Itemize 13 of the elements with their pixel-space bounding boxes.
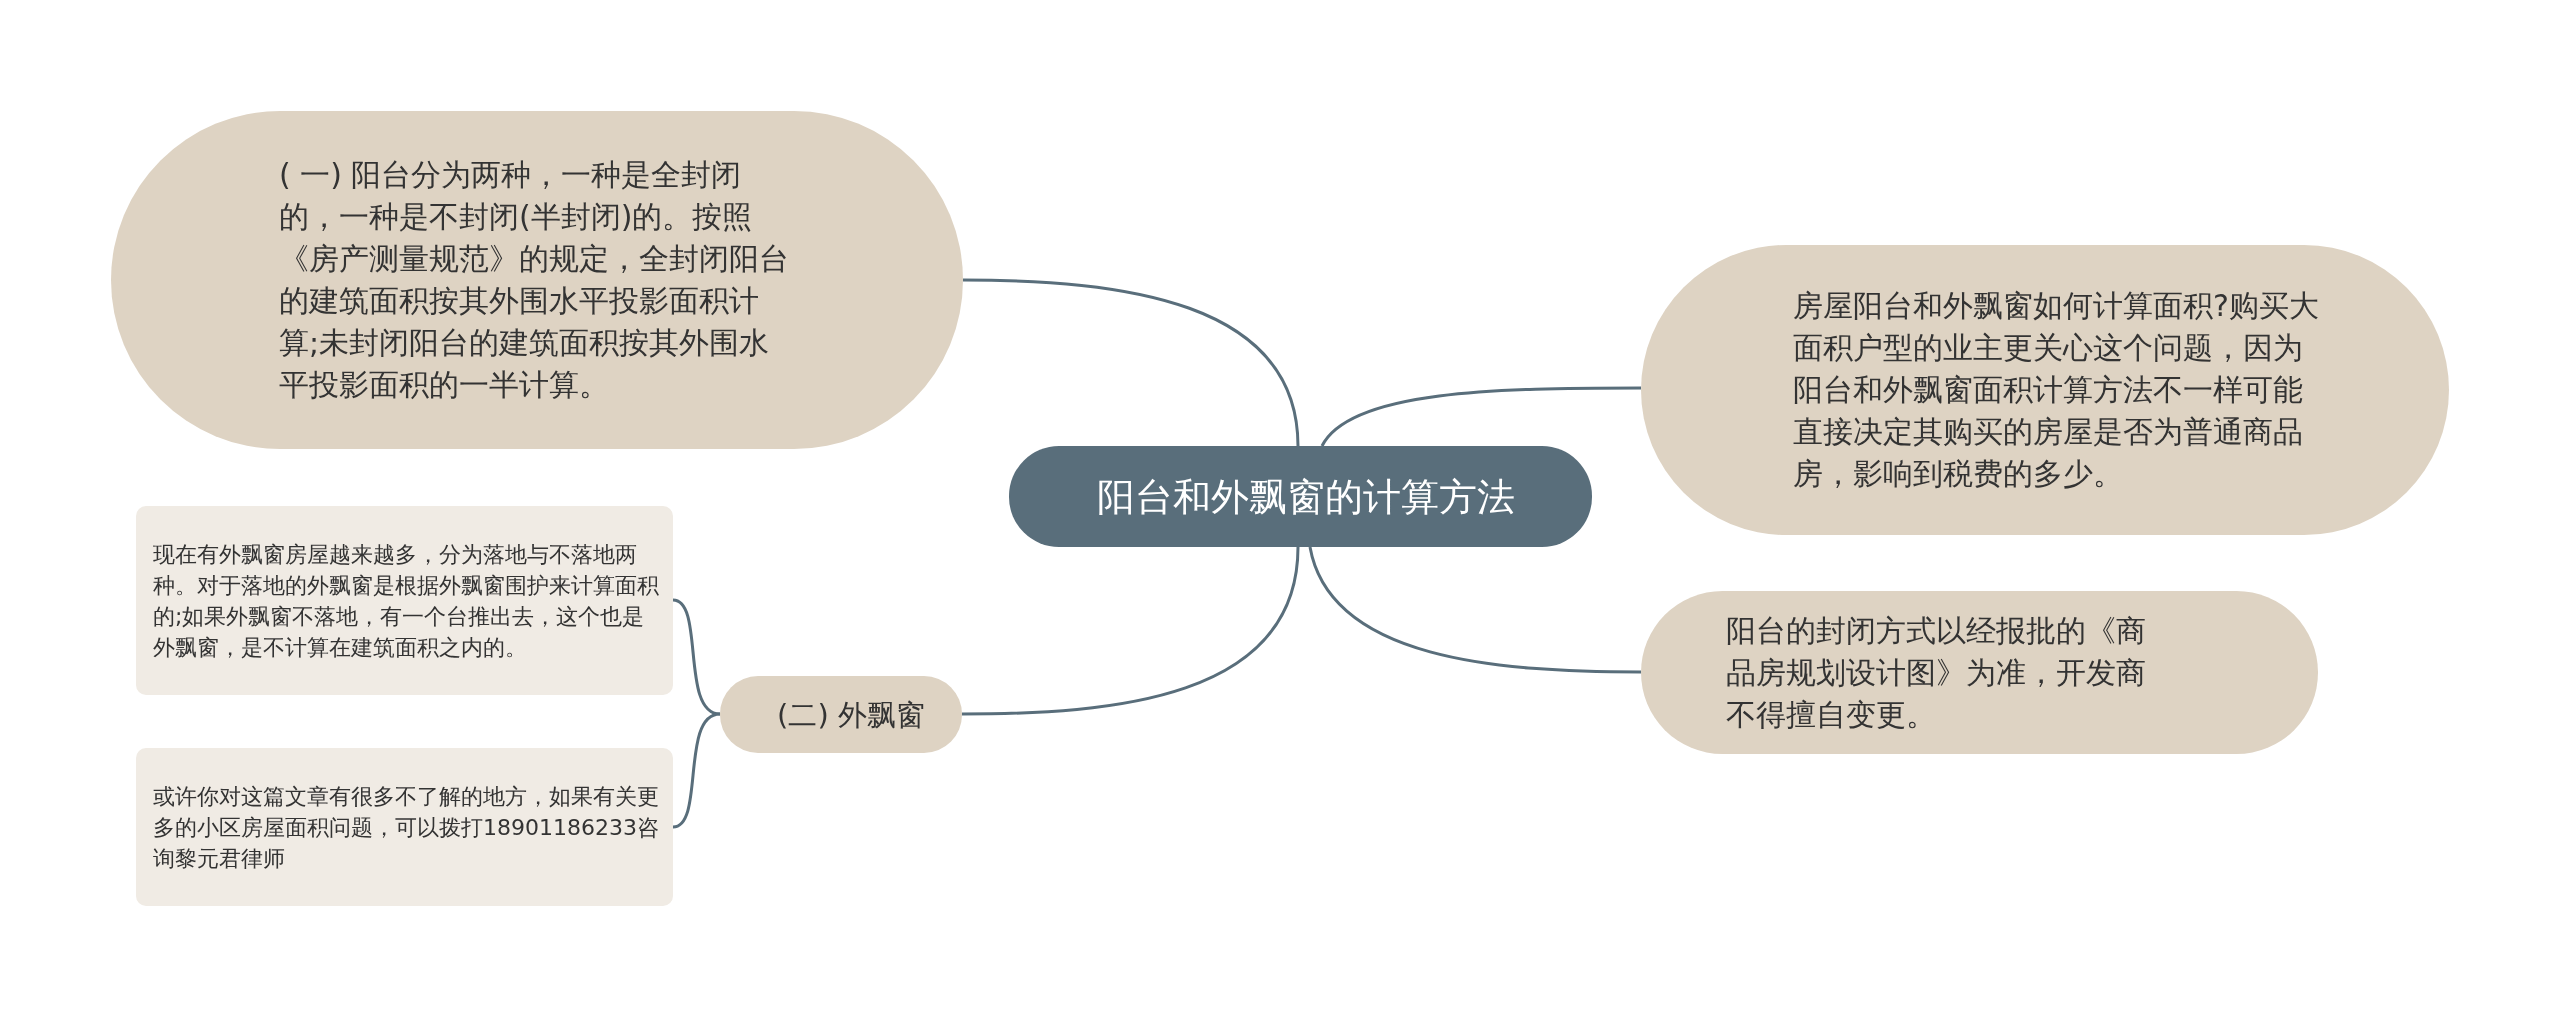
central-topic: 阳台和外飘窗的计算方法 [1009, 446, 1592, 547]
topic-bubble: 房屋阳台和外飘窗如何计算面积?购买大面积户型的业主更关心这个问题，因为阳台和外飘窗面积计算方法不一样可能直接决定其购买的房屋是否为普通商品房，影响到税费的多少。 [1641, 245, 2449, 535]
connector-line [1320, 386, 1641, 447]
connector-line [963, 278, 1300, 447]
subtopic-bubble: (二) 外飘窗 [720, 676, 962, 753]
topic-bubble: 阳台的封闭方式以经报批的《商品房规划设计图》为准，开发商不得擅自变更。 [1641, 591, 2318, 754]
connector-line [962, 546, 1300, 716]
connector-line [672, 598, 721, 716]
connector-line [672, 712, 721, 829]
note-card: 或许你对这篇文章有很多不了解的地方，如果有关更多的小区房屋面积问题，可以拨打18901186233咨询黎元君律师 [136, 748, 673, 906]
connector-line [1308, 546, 1641, 674]
topic-bubble: ( 一) 阳台分为两种，一种是全封闭的，一种是不封闭(半封闭)的。按照《房产测量规范》的规定，全封闭阳台的建筑面积按其外围水平投影面积计算;未封闭阳台的建筑面积按其外围水平投影面积的一半计算。 [111, 111, 963, 449]
note-card: 现在有外飘窗房屋越来越多，分为落地与不落地两种。对于落地的外飘窗是根据外飘窗围护来计算面积的;如果外飘窗不落地，有一个台推出去，这个也是外飘窗，是不计算在建筑面积之内的。 [136, 506, 673, 695]
